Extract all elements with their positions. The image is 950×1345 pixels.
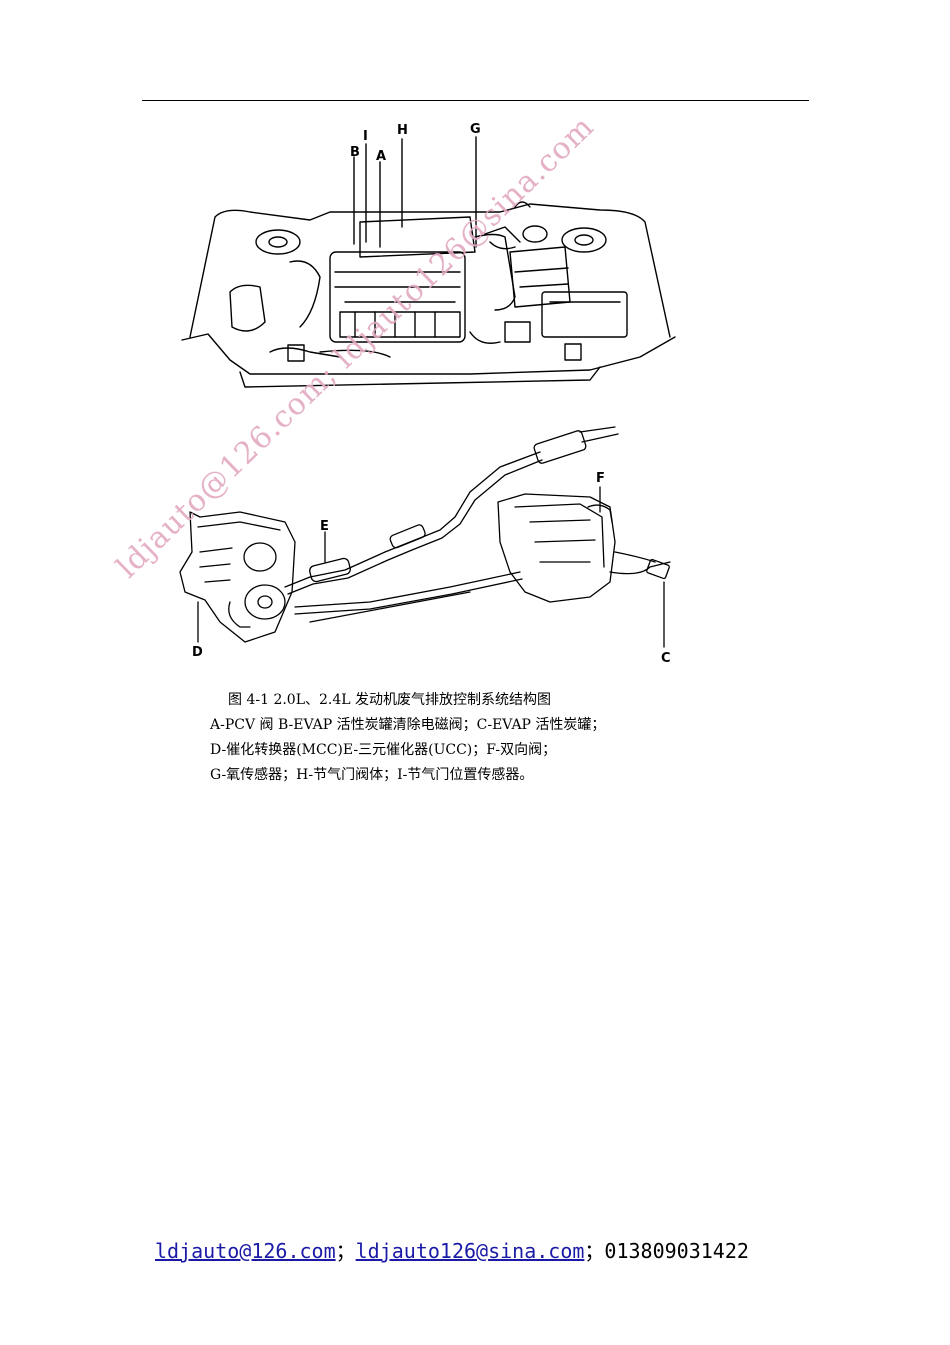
callout-D: D <box>192 645 203 660</box>
footer-separator: ； <box>584 1239 605 1263</box>
callout-H: H <box>397 123 408 138</box>
emission-system-diagram: B I A H G E F D C <box>170 112 690 682</box>
callout-A: A <box>376 149 386 164</box>
callout-E: E <box>320 519 329 534</box>
exhaust-fuel-drawing <box>179 426 671 648</box>
diagram-svg: B I A H G E F D C <box>179 122 676 666</box>
callout-F: F <box>596 471 605 486</box>
caption-legend-line: D-催化转换器(MCC)E-三元催化器(UCC)；F-双向阀； <box>210 742 557 758</box>
caption-legend-line: A-PCV 阀 B-EVAP 活性炭罐清除电磁阀；C-EVAP 活性炭罐； <box>210 717 606 733</box>
email-link-sina[interactable]: ldjauto126@sina.com <box>355 1239 585 1263</box>
callout-G: G <box>470 122 481 137</box>
callout-C: C <box>661 651 671 666</box>
phone-number: 013809031422 <box>604 1239 749 1263</box>
contact-footer: ldjauto@126.com；ldjauto126@sina.com；0138… <box>155 1235 749 1264</box>
callout-B: B <box>350 145 360 160</box>
callout-I: I <box>363 129 368 144</box>
figure-caption: 图 4-1 2.0L、2.4L 发动机废气排放控制系统结构图 A-PCV 阀 B… <box>210 688 605 788</box>
header-rule <box>142 100 809 101</box>
caption-legend-line: G-氧传感器；H-节气门阀体；I-节气门位置传感器。 <box>210 767 534 783</box>
footer-separator: ； <box>335 1239 356 1263</box>
engine-bay-drawing <box>181 136 676 388</box>
caption-title: 图 4-1 2.0L、2.4L 发动机废气排放控制系统结构图 <box>228 692 552 708</box>
email-link-126[interactable]: ldjauto@126.com <box>155 1239 336 1263</box>
